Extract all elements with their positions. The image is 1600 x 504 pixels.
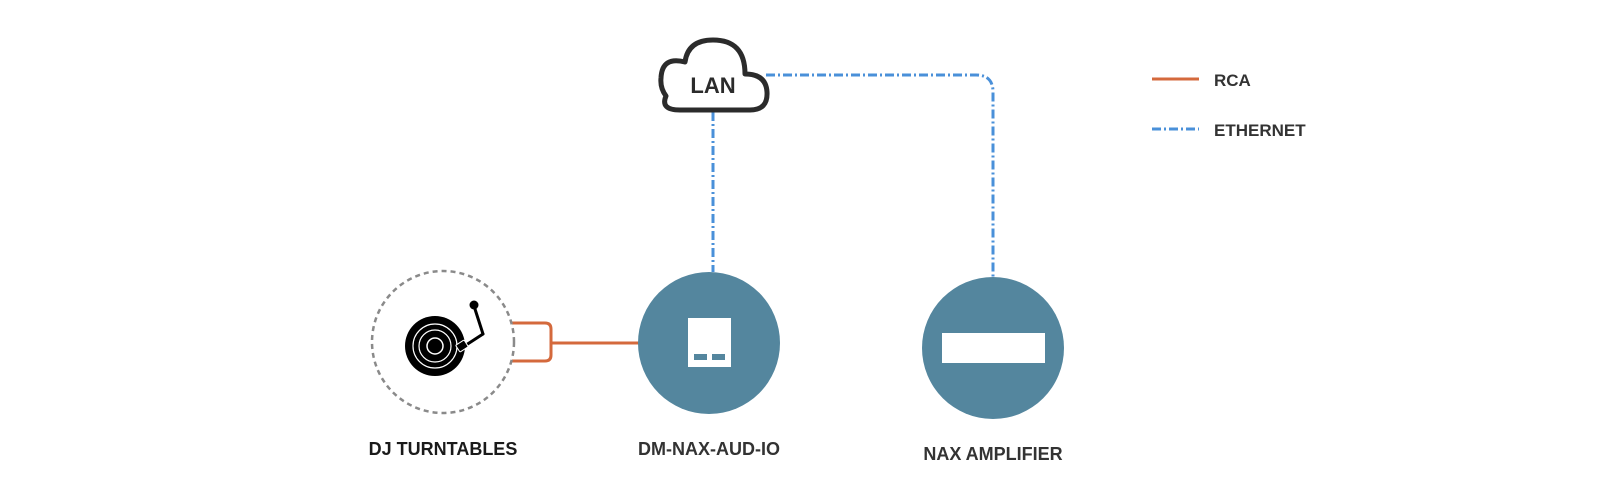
nax-amplifier-node: NAX AMPLIFIER <box>922 277 1064 464</box>
cloud-icon <box>658 37 770 113</box>
dm-nax-aud-io-label: DM-NAX-AUD-IO <box>638 439 780 459</box>
legend: RCA ETHERNET <box>1152 71 1306 140</box>
legend-item-ethernet: ETHERNET <box>1152 121 1306 140</box>
legend-ethernet-label: ETHERNET <box>1214 121 1306 140</box>
legend-item-rca: RCA <box>1152 71 1251 90</box>
lan-cloud: LAN <box>658 37 770 113</box>
ethernet-links <box>711 73 995 277</box>
lan-label: LAN <box>690 73 735 98</box>
dm-nax-aud-io-node: DM-NAX-AUD-IO <box>638 272 780 459</box>
ethernet-link-lan-to-amplifier <box>766 73 995 277</box>
aud-io-device-icon <box>688 318 731 367</box>
dj-turntables-node: DJ TURNTABLES <box>369 269 518 459</box>
rca-link-turntables-to-aud-io <box>512 321 640 363</box>
dj-turntables-label: DJ TURNTABLES <box>369 439 518 459</box>
legend-rca-label: RCA <box>1214 71 1251 90</box>
amplifier-device-icon <box>942 333 1045 363</box>
turntable-icon <box>405 300 485 376</box>
nax-amplifier-label: NAX AMPLIFIER <box>923 444 1062 464</box>
